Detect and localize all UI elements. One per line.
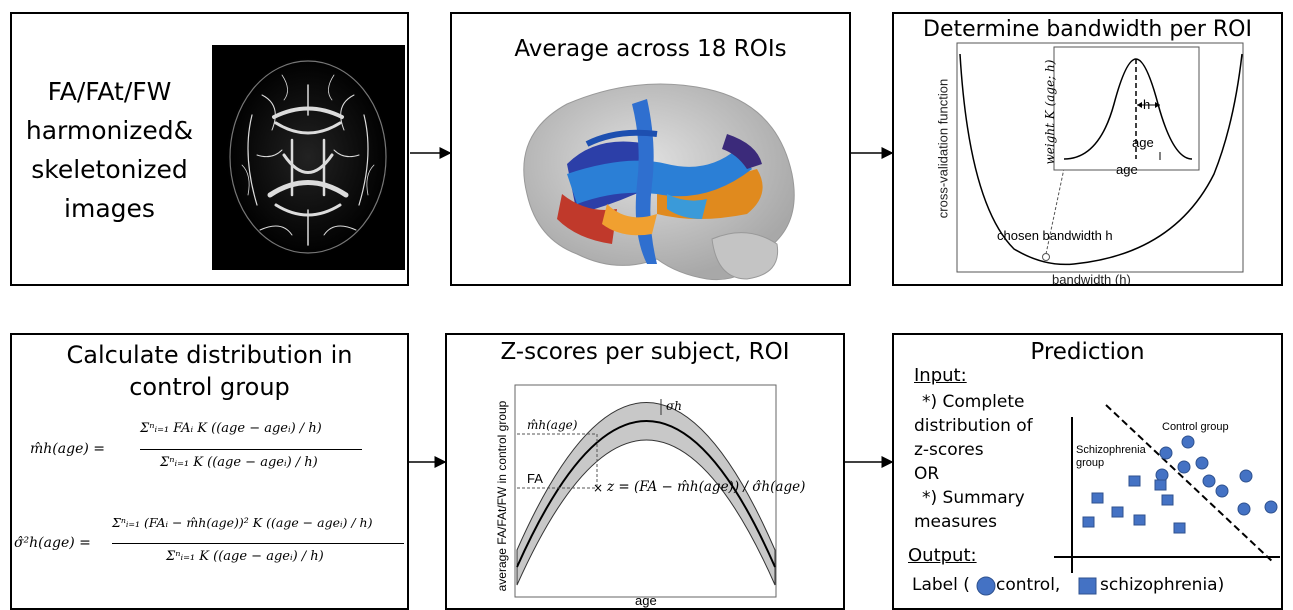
schizophrenia-point [1161,494,1174,506]
output-line: Label ( control, schizophrenia) [912,575,1224,595]
schizophrenia-point [1133,514,1146,526]
formula2-lhs: σ̂²h(age) = [14,535,91,551]
fa-point: × [593,481,603,495]
formula2-bar [112,543,404,544]
input-list: *) Complete distribution of z-scores OR … [914,390,1033,534]
mean-formula: m̂h(age) = Σⁿᵢ₌₁ FAᵢ K ((age − ageᵢ) / h… [30,419,405,489]
formula1-lhs: m̂h(age) = [30,441,105,457]
confidence-band [516,402,776,586]
variance-formula: σ̂²h(age) = Σⁿᵢ₌₁ (FAᵢ − m̂h(age))² K ((… [14,513,407,593]
schizo-label-line: Schizophrenia [1076,444,1146,456]
plot-frame [956,42,1244,273]
control-point [1195,456,1209,470]
output-control-text: control, [996,575,1061,595]
dashed-pointer [1045,158,1067,255]
text-line: FA/FAt/FW [47,77,172,106]
panel-title: Prediction [1030,339,1145,365]
y-axis-label: average FA/FAt/FW in control group [495,400,509,592]
panel-images: FA/FAt/FW harmonized& skeletonized image… [10,12,409,286]
mean-curve [516,420,776,568]
prediction-scatter [976,404,1280,596]
input-line: *) Summary [922,488,1025,508]
schizophrenia-point [1082,516,1095,528]
schizophrenia-point [1154,479,1167,491]
panel-title-line1: Calculate distribution in [66,341,353,369]
output-control-marker [976,576,996,596]
panel-zscores: Z-scores per subject, ROI × average FA/F… [445,333,845,610]
chosen-bandwidth-label: chosen bandwidth h [997,228,1113,243]
schizophrenia-point [1091,492,1104,504]
control-group-label: Control group [1162,421,1229,433]
mh-label: m̂h(age) [527,418,578,432]
x-axis-label: age [635,593,657,608]
panel-title: Z-scores per subject, ROI [500,339,790,365]
panel-average-rois: Average across 18 ROIs [450,12,851,286]
control-point [1215,484,1229,498]
sigma-label: σh [666,399,682,413]
formula2-numerator: Σⁿᵢ₌₁ (FAᵢ − m̂h(age))² K ((age − ageᵢ) … [112,515,373,530]
formula1-denominator: Σⁿᵢ₌₁ K ((age − ageᵢ) / h) [160,455,318,470]
panel-title: Determine bandwidth per ROI [923,17,1252,42]
inset-y-label: weight K (age; h) [1043,59,1057,165]
text-line: images [64,194,155,223]
decision-boundary [1105,404,1275,564]
control-point [1237,502,1251,516]
cv-curve [959,53,1243,266]
plot-frame [514,384,777,598]
control-point [1177,460,1191,474]
inset-h-label: h [1143,97,1151,112]
control-point [1181,435,1195,449]
zscore-plot: × [514,384,777,598]
y-axis-label: cross-validation function [935,78,951,219]
schizo-label-line: group [1076,457,1105,469]
input-line: *) Complete [922,392,1025,412]
input-line: z-scores [914,440,984,460]
control-point [1239,469,1253,483]
output-prefix: Label ( [912,575,970,595]
input-line: distribution of [914,416,1033,436]
panel-title-line2: control group [129,373,290,401]
brain-tracts-image [523,83,795,281]
panel-prediction: Prediction Input: *) Complete distributi… [892,333,1283,610]
brain-skeleton-image [212,45,405,270]
x-axis-label: bandwidth (h) [1052,272,1131,286]
input-line: measures [914,512,997,532]
control-point [1264,500,1278,514]
formula1-bar [140,449,362,450]
control-point [1159,446,1173,460]
control-point [1202,474,1216,488]
panel-images-text: FA/FAt/FW harmonized& skeletonized image… [12,72,207,228]
inset-age-label: age [1132,135,1154,150]
schizophrenia-point [1128,475,1141,487]
schizophrenia-point [1111,506,1124,518]
output-schizo-text: schizophrenia) [1100,575,1225,595]
panel-title: Average across 18 ROIs [514,36,787,62]
formula1-numerator: Σⁿᵢ₌₁ FAᵢ K ((age − ageᵢ) / h) [140,421,322,436]
output-schizo-marker [1078,577,1097,595]
fa-label: FA [527,471,543,486]
schizophrenia-point [1173,522,1186,534]
inset-frame [1053,46,1200,171]
input-line: OR [914,464,940,484]
bandwidth-plot [956,42,1244,273]
inset-x-label: age [1116,162,1138,177]
control-point [1155,468,1169,482]
z-formula: z = (FA − m̂h(age)) / σ̂h(age) [607,479,806,495]
text-line: harmonized& [25,116,194,145]
input-label: Input: [914,365,967,386]
output-label: Output: [908,545,977,566]
schizo-group-label: Schizophrenia group [1076,444,1146,470]
formula2-denominator: Σⁿᵢ₌₁ K ((age − ageᵢ) / h) [166,549,324,564]
text-line: skeletonized [31,155,188,184]
panel-bandwidth: Determine bandwidth per ROI h age age we… [892,12,1283,286]
chosen-point [1042,253,1050,261]
panel-distribution: Calculate distribution in control group … [10,333,409,610]
